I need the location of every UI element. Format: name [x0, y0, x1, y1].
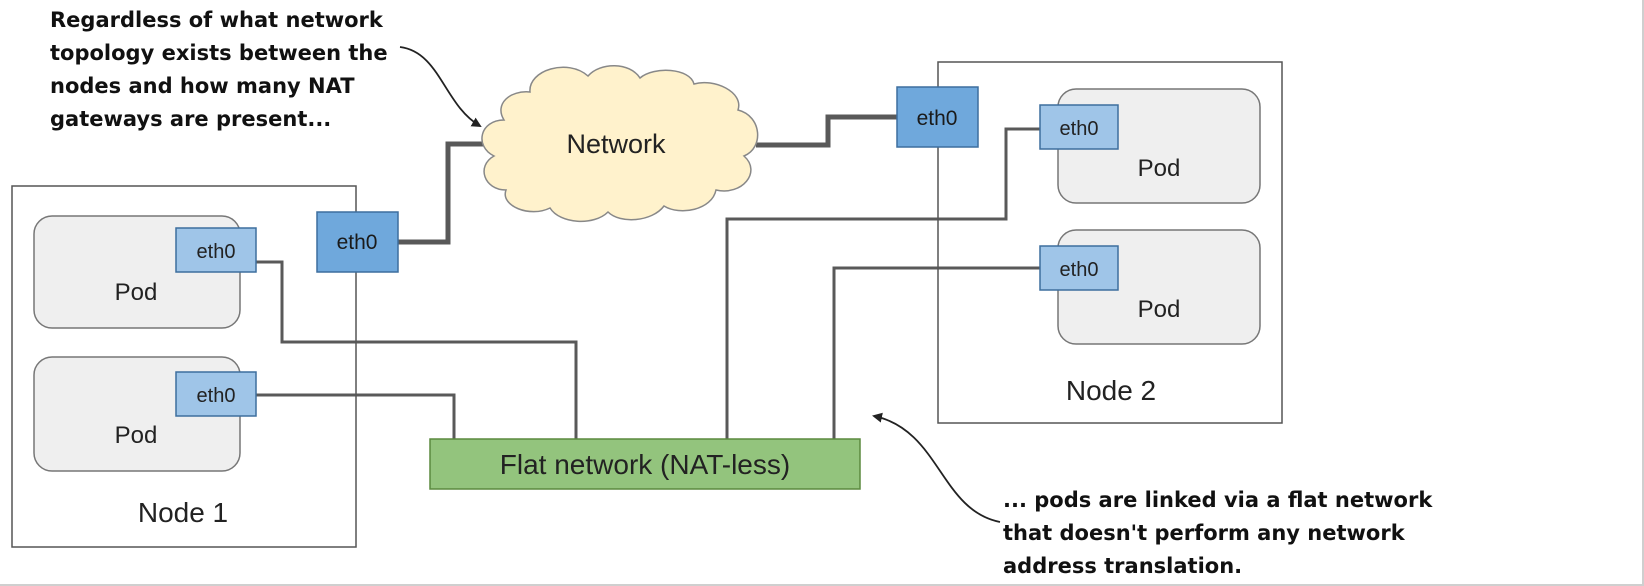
pod-label: Pod	[1138, 296, 1181, 323]
annotation-line: ... pods are linked via a flat network	[1003, 488, 1433, 512]
bottom-annotation: ... pods are linked via a flat network t…	[1003, 484, 1432, 583]
pod-label: Pod	[1138, 155, 1181, 182]
pod-links	[256, 127, 1040, 439]
link-node2-pod1	[725, 127, 1040, 439]
node-2-label: Node 2	[1066, 375, 1156, 406]
flat-network-label: Flat network (NAT-less)	[500, 449, 790, 480]
annotation-line: Regardless of what network	[50, 8, 383, 32]
pod-label: Pod	[115, 279, 158, 306]
node-1-pod-1: Pod eth0	[33, 215, 257, 329]
pod-eth0-label: eth0	[197, 385, 236, 407]
annotation-line: that doesn't perform any network	[1003, 521, 1405, 545]
annotation-line: gateways are present...	[50, 107, 332, 131]
network-cloud: Network	[481, 65, 759, 223]
link-node2-pod2	[832, 266, 1040, 439]
node1-uplink-line	[398, 141, 502, 245]
pod-eth0-port	[1039, 104, 1119, 150]
pod-eth0-label: eth0	[1060, 259, 1099, 281]
node2-uplink-line	[756, 114, 897, 148]
pod-eth0-port	[175, 371, 257, 417]
annotation-line: address translation.	[1003, 554, 1243, 578]
bottom-annotation-arrow	[872, 412, 1001, 523]
link-node1-pod1	[256, 260, 578, 439]
pod-eth0-port	[1039, 245, 1119, 291]
node-1-box	[11, 185, 357, 548]
node-2-box	[937, 61, 1283, 424]
node-1-pod-2: Pod eth0	[33, 356, 257, 472]
link-node1-pod2	[256, 393, 456, 439]
cloud-shape	[481, 65, 759, 223]
pod-eth0-port	[175, 227, 257, 273]
node-1: Pod eth0 Pod eth0 Node 1	[11, 185, 357, 548]
annotation-line: nodes and how many NAT	[50, 74, 355, 98]
pod-eth0-label: eth0	[197, 241, 236, 263]
pod-eth0-label: eth0	[1060, 118, 1099, 140]
node-2: Pod eth0 Pod eth0 Node 2	[937, 61, 1283, 424]
flat-network-bar	[429, 438, 861, 490]
top-annotation: Regardless of what network topology exis…	[50, 4, 388, 136]
node-1-label: Node 1	[138, 497, 228, 528]
node-2-eth0-port: eth0	[896, 86, 979, 148]
node-2-eth0-label: eth0	[917, 107, 958, 130]
node-2-pod-1: Pod eth0	[1039, 88, 1261, 204]
top-annotation-arrow	[399, 46, 482, 128]
uplink-lines	[398, 114, 897, 245]
bottom-frame-edge	[0, 584, 1644, 586]
flat-network: Flat network (NAT-less)	[429, 438, 861, 490]
network-label: Network	[566, 129, 666, 159]
annotation-line: topology exists between the	[50, 41, 388, 65]
pod-label: Pod	[115, 422, 158, 449]
right-frame-edge	[1642, 0, 1644, 586]
node-1-eth0-port: eth0	[316, 211, 399, 273]
node-1-eth0-label: eth0	[337, 231, 378, 254]
node-2-pod-2: Pod eth0	[1039, 229, 1261, 345]
